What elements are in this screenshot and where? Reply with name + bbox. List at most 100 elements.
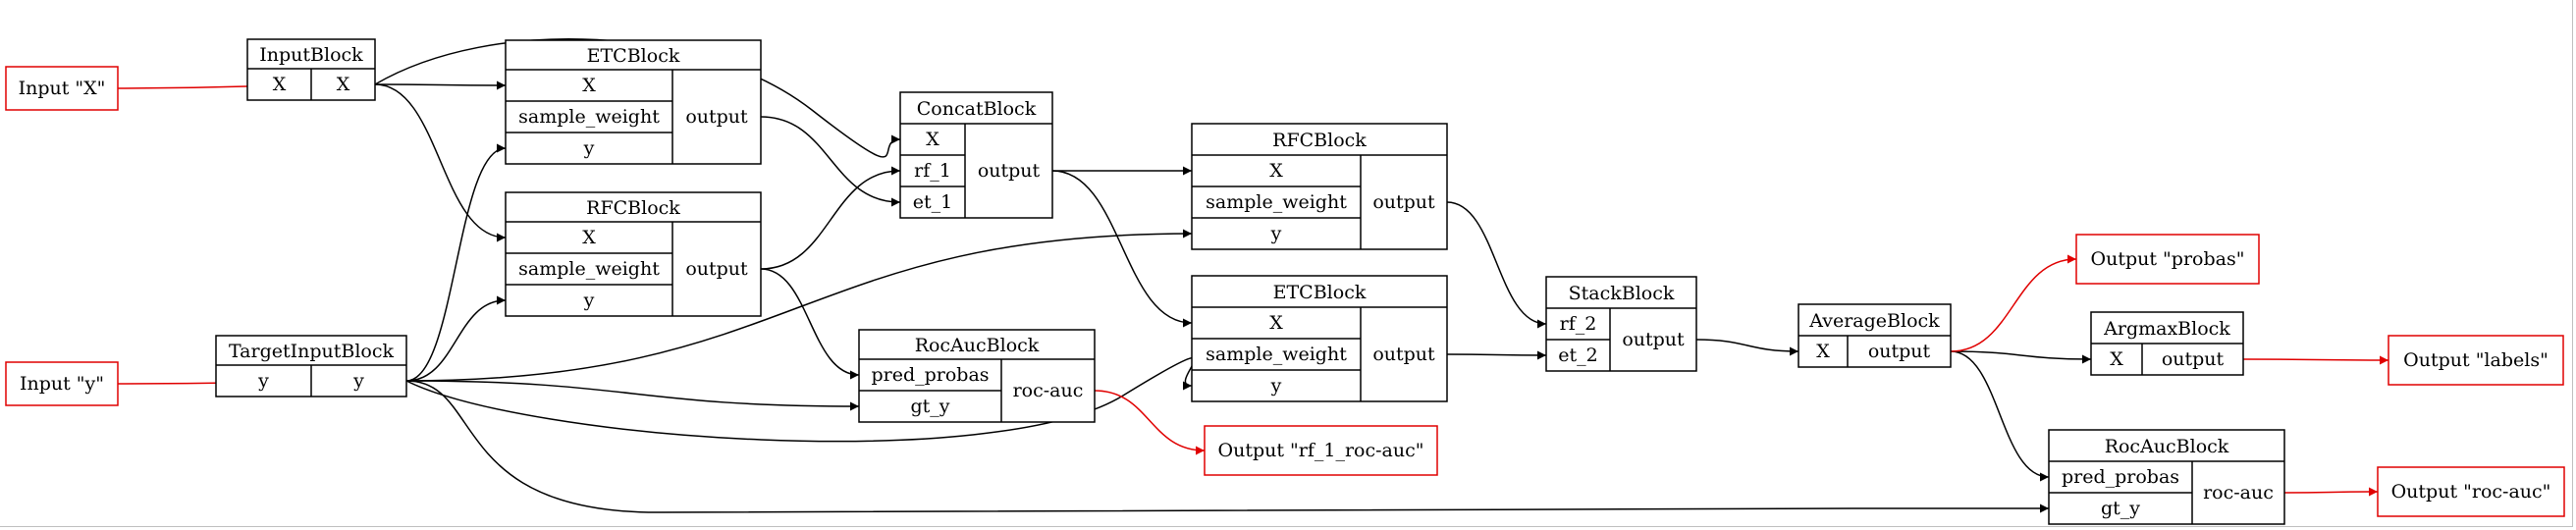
input-frame <box>5 66 119 111</box>
input-node-in_y[interactable]: Input "y" <box>5 361 119 406</box>
output-port-output: output <box>685 258 748 280</box>
output-label: Output "roc-auc" <box>2391 481 2551 503</box>
output-port-output: output <box>2162 348 2225 370</box>
block-rocauc2[interactable]: RocAucBlock pred_probas gt_y roc-auc <box>2048 429 2285 525</box>
block-title: ConcatBlock <box>917 98 1037 120</box>
edge-argmax-output-to-out_labels <box>2242 355 2389 365</box>
input-frame <box>5 361 119 406</box>
input-port-y: y <box>583 290 595 311</box>
input-port-X: X <box>1269 312 1283 334</box>
edge-input_block-X-to-rfc1-X <box>374 83 507 242</box>
block-title: ArgmaxBlock <box>2103 318 2230 340</box>
output-node-out_rf1[interactable]: Output "rf_1_roc-auc" <box>1204 425 1438 476</box>
block-target_block[interactable]: TargetInputBlock y y <box>215 335 407 398</box>
input-port-y: y <box>583 137 595 159</box>
output-frame <box>2075 234 2260 285</box>
input-port-y: y <box>1270 375 1282 397</box>
output-port-output: output <box>1372 191 1435 213</box>
edge-rfc1-output-to-rocauc1-pred_probas <box>760 268 860 380</box>
input-port-pred_probas: pred_probas <box>871 364 989 386</box>
block-frame <box>858 329 1096 423</box>
input-port-gt_y: gt_y <box>910 396 949 417</box>
output-node-out_rocauc[interactable]: Output "roc-auc" <box>2377 466 2565 517</box>
block-title: ETCBlock <box>1273 282 1367 303</box>
output-label: Output "rf_1_roc-auc" <box>1218 440 1424 461</box>
input-label: Input "y" <box>20 373 104 395</box>
output-port-y: y <box>352 370 364 392</box>
block-title: StackBlock <box>1569 283 1675 304</box>
output-port-roc-auc: roc-auc <box>2203 482 2274 504</box>
edge-average-output-to-rocauc2-pred_probas <box>1950 350 2050 482</box>
edge-input_block-X-to-etc1-X <box>374 80 507 90</box>
input-port-X: X <box>1269 160 1283 182</box>
output-node-out_labels[interactable]: Output "labels" <box>2388 335 2564 386</box>
block-frame <box>505 191 762 317</box>
output-port-output: output <box>978 160 1041 182</box>
edge-target_block-y-to-rfc2-y <box>405 229 1193 382</box>
input-port-sample_weight: sample_weight <box>1206 344 1347 365</box>
block-title: RFCBlock <box>1272 130 1367 151</box>
edge-target_block-y-to-rocauc2-gt_y <box>405 380 2049 513</box>
output-label: Output "labels" <box>2403 349 2549 371</box>
input-port-X: X <box>2110 348 2123 370</box>
output-frame <box>2377 466 2565 517</box>
input-port-X: X <box>273 74 287 95</box>
input-port-pred_probas: pred_probas <box>2062 466 2179 488</box>
input-node-in_X[interactable]: Input "X" <box>5 66 119 111</box>
output-port-X: X <box>337 74 350 95</box>
output-port-output: output <box>1868 341 1931 362</box>
edge-target_block-y-to-rocauc1-gt_y <box>405 380 860 411</box>
edge-average-output-to-out_probas <box>1950 254 2077 352</box>
block-title: RocAucBlock <box>915 335 1040 356</box>
input-port-rf_1: rf_1 <box>914 160 951 182</box>
edge-concat-output-to-etc2-X <box>1051 170 1193 328</box>
edge-etc2-output-to-stack-et_2 <box>1446 350 1547 360</box>
output-port-output: output <box>1372 344 1435 365</box>
edge-rocauc2-roc-auc-to-out_rocauc <box>2283 487 2379 497</box>
output-node-out_probas[interactable]: Output "probas" <box>2075 234 2260 285</box>
output-port-output: output <box>1622 329 1685 350</box>
input-port-sample_weight: sample_weight <box>1206 191 1347 213</box>
block-frame <box>505 39 762 165</box>
input-port-X: X <box>582 227 596 248</box>
input-port-et_2: et_2 <box>1558 344 1597 366</box>
input-port-gt_y: gt_y <box>2101 498 2140 519</box>
input-port-X: X <box>926 129 939 150</box>
block-title: RocAucBlock <box>2105 436 2229 457</box>
edge-rfc1-output-to-concat-rf_1 <box>760 166 901 270</box>
edge-target_block-y-to-rfc1-y <box>405 295 507 382</box>
block-title: InputBlock <box>259 44 363 66</box>
input-port-y: y <box>1270 223 1282 244</box>
edge-stack-output-to-average-X <box>1695 339 1799 356</box>
input-label: Input "X" <box>19 78 106 99</box>
edge-etc1-output-to-concat-et_1 <box>760 116 901 207</box>
output-frame <box>2388 335 2564 386</box>
output-frame <box>1204 425 1438 476</box>
edge-target_block-y-to-etc1-y <box>405 143 507 382</box>
input-port-X: X <box>1816 341 1830 362</box>
block-title: TargetInputBlock <box>229 341 395 362</box>
edge-average-output-to-argmax-X <box>1950 350 2092 364</box>
output-label: Output "probas" <box>2091 248 2245 270</box>
input-port-y: y <box>257 370 269 392</box>
output-port-output: output <box>685 106 748 128</box>
input-port-X: X <box>582 75 596 96</box>
edge-rocauc1-roc-auc-to-out_rf1 <box>1094 390 1206 455</box>
block-title: AverageBlock <box>1808 310 1940 332</box>
input-port-et_1: et_1 <box>913 191 952 213</box>
input-port-sample_weight: sample_weight <box>518 106 660 128</box>
block-frame <box>2048 429 2285 525</box>
